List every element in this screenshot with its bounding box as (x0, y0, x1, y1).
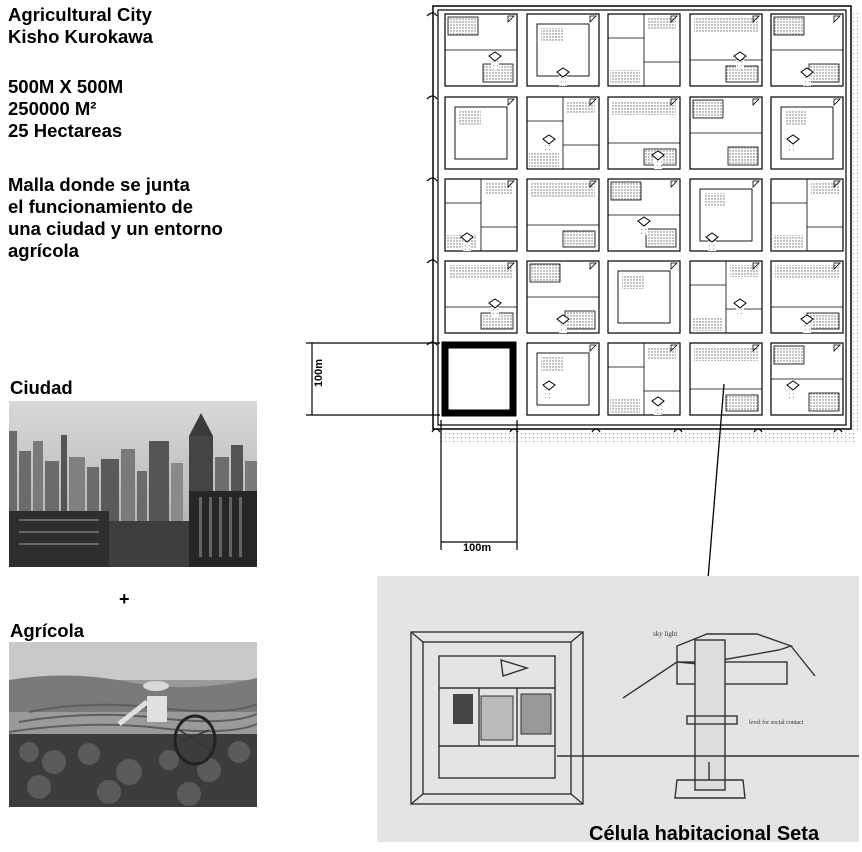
dim-horizontal-label: 100m (463, 542, 492, 554)
project-stats: 500M X 500M 250000 M² 25 Hectareas (8, 76, 123, 142)
grid-block (770, 260, 844, 334)
title-line-1: Agricultural City (8, 4, 152, 25)
project-title: Agricultural City Kisho Kurokawa (8, 4, 153, 48)
side-shadow (850, 12, 858, 432)
grid-block (526, 260, 600, 334)
desc-line-4: agrícola (8, 240, 79, 261)
grid-block (444, 13, 518, 87)
grid-block (526, 13, 600, 87)
highlighted-module (441, 341, 517, 417)
grid-blocks (426, 12, 844, 433)
grid-block (607, 13, 681, 87)
grid-block (444, 178, 518, 252)
seta-cell-drawing: sky light level for social contact (377, 576, 859, 842)
grid-block (689, 342, 763, 416)
grid-block (689, 260, 763, 334)
stat-hectares: 25 Hectareas (8, 120, 123, 141)
grid-block (607, 178, 681, 252)
grid-block (444, 260, 518, 334)
grid-block (689, 178, 763, 252)
city-label: Ciudad (10, 377, 73, 398)
desc-line-3: una ciudad y un entorno (8, 218, 223, 239)
grid-block (689, 13, 763, 87)
grid-block (689, 96, 763, 170)
grid-outer-frame (432, 5, 852, 430)
frame-supports (426, 12, 843, 433)
grid-block (770, 342, 844, 416)
ground-shadow (440, 430, 856, 442)
cell-caption: Célula habitacional Seta (589, 823, 820, 845)
grid-block (444, 96, 518, 170)
dimension-lines (306, 342, 518, 550)
grid-block (526, 178, 600, 252)
stat-dimensions: 500M X 500M (8, 76, 124, 97)
plus-sign: + (119, 589, 130, 609)
title-line-2: Kisho Kurokawa (8, 26, 153, 47)
grid-inner-frame (437, 9, 847, 426)
svg-text:level for social contact: level for social contact (749, 719, 804, 726)
grid-block (526, 96, 600, 170)
desc-line-2: el funcionamiento de (8, 196, 194, 217)
grid-block (607, 342, 681, 416)
agri-label: Agrícola (10, 620, 85, 641)
grid-block (607, 96, 681, 170)
grid-block (770, 13, 844, 87)
svg-text:sky light: sky light (653, 630, 677, 638)
project-description: Malla donde se junta el funcionamiento d… (8, 174, 223, 262)
grid-block (770, 96, 844, 170)
grid-block (607, 260, 681, 334)
grid-block (770, 178, 844, 252)
dim-vertical-label: 100m (313, 358, 325, 388)
desc-line-1: Malla donde se junta (8, 174, 190, 195)
agri-photo (9, 642, 257, 807)
grid-block (526, 342, 600, 416)
city-photo (9, 401, 257, 567)
stat-area: 250000 M² (8, 98, 97, 119)
